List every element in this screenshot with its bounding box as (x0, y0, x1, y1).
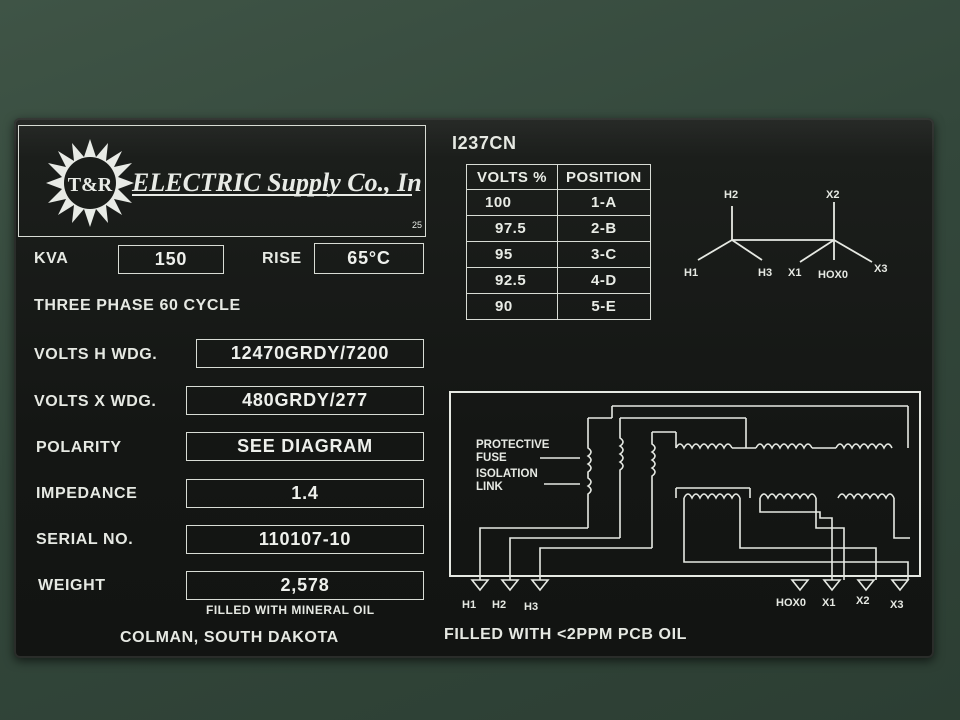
volts-cell: 97.5 (466, 215, 558, 242)
position-cell: 5-E (557, 293, 651, 320)
table-header: POSITION (557, 164, 651, 190)
volts-h-value: 12470GRDY/7200 (196, 339, 424, 368)
polarity-value: SEE DIAGRAM (186, 432, 424, 461)
weight-label: WEIGHT (38, 577, 106, 594)
terminal-x2: X2 (856, 595, 869, 607)
volts-cell: 92.5 (466, 267, 558, 294)
table-row: 100 1-A (466, 189, 651, 216)
table-row: 97.5 2-B (466, 215, 651, 242)
vector-diagram: H2 H1 H3 X2 X1 HOX0 X3 (684, 189, 887, 281)
impedance-label: IMPEDANCE (36, 485, 138, 502)
position-cell: 2-B (557, 215, 651, 242)
fuse-label-line1: PROTECTIVE (476, 439, 550, 451)
x2-label: X2 (826, 189, 839, 201)
weight-value: 2,578 (186, 571, 424, 600)
h3-label: H3 (758, 267, 772, 279)
terminal-h1: H1 (462, 599, 476, 611)
x1-label: X1 (788, 267, 801, 279)
kva-label: KVA (34, 250, 69, 267)
volts-x-label: VOLTS X WDG. (34, 393, 157, 410)
volts-cell: 100 (466, 189, 558, 216)
impedance-value: 1.4 (186, 479, 424, 508)
position-cell: 1-A (557, 189, 651, 216)
oil-note: FILLED WITH MINERAL OIL (206, 603, 375, 617)
table-row: 92.5 4-D (466, 267, 651, 294)
fuse-label-line2: FUSE (476, 452, 507, 464)
company-logo: T&R ELECTRIC Supply Co., Inc. 25 (46, 139, 422, 230)
hox0-label: HOX0 (818, 269, 848, 281)
logo-number: 25 (412, 220, 422, 230)
terminal-x3: X3 (890, 599, 903, 611)
terminal-h2: H2 (492, 599, 506, 611)
h2-label: H2 (724, 189, 738, 201)
tap-position-table: VOLTS % POSITION 100 1-A 97.5 2-B 95 3-C… (466, 164, 651, 320)
wiring-diagram: PROTECTIVE FUSE ISOLATION LINK (449, 391, 921, 613)
volts-x-value: 480GRDY/277 (186, 386, 424, 415)
table-row: 95 3-C (466, 241, 651, 268)
x3-label: X3 (874, 263, 887, 275)
company-name: ELECTRIC Supply Co., Inc. (131, 168, 422, 197)
volts-cell: 90 (466, 293, 558, 320)
table-row: 90 5-E (466, 293, 651, 320)
volts-cell: 95 (466, 241, 558, 268)
serial-label: SERIAL NO. (36, 531, 134, 548)
terminal-hox0: HOX0 (776, 597, 806, 609)
position-cell: 4-D (557, 267, 651, 294)
kva-value: 150 (118, 245, 224, 274)
terminal-x1: X1 (822, 597, 835, 609)
logo-frame (18, 125, 426, 237)
polarity-label: POLARITY (36, 439, 122, 456)
rise-label: RISE (262, 250, 302, 267)
table-header-row: VOLTS % POSITION (466, 164, 651, 190)
h1-label: H1 (684, 267, 698, 279)
position-cell: 3-C (557, 241, 651, 268)
rise-value: 65°C (314, 243, 424, 274)
model-number: I237CN (452, 133, 517, 153)
serial-value: 110107-10 (186, 525, 424, 554)
table-header: VOLTS % (466, 164, 558, 190)
terminal-h3: H3 (524, 601, 538, 613)
pcb-note: FILLED WITH <2PPM PCB OIL (444, 626, 688, 643)
volts-h-label: VOLTS H WDG. (34, 346, 158, 363)
location: COLMAN, SOUTH DAKOTA (120, 629, 339, 646)
logo-initials: T&R (68, 174, 113, 196)
phase-text: THREE PHASE 60 CYCLE (34, 297, 241, 314)
link-label-line2: LINK (476, 481, 504, 493)
link-label-line1: ISOLATION (476, 468, 538, 480)
